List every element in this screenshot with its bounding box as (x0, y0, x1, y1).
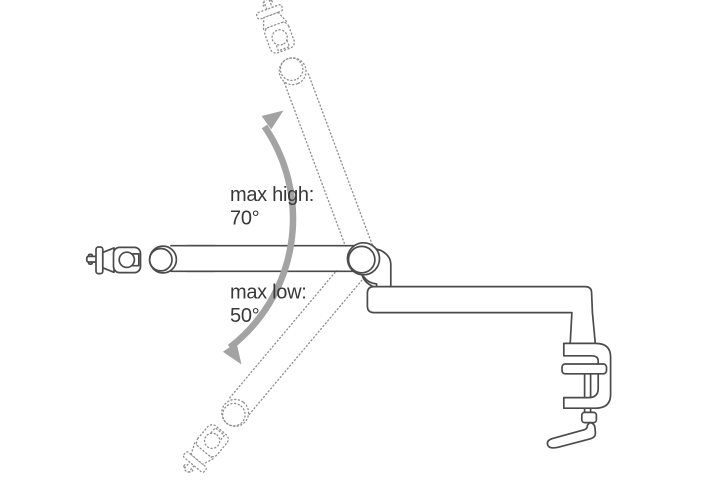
desk-clamp-assembly (366, 285, 612, 449)
clamp-handle (546, 421, 597, 449)
clamp-pad-plate (561, 363, 608, 375)
pivot-joint (346, 241, 392, 288)
mic-mount-end (85, 244, 357, 275)
max-high-label: max high: (230, 184, 314, 206)
arrowhead-down-icon (222, 342, 242, 365)
boom-arm-horizontal (85, 241, 392, 288)
rotation-arc-arrow (222, 110, 297, 365)
arrowhead-up-icon (261, 110, 284, 130)
max-low-value: 50° (230, 305, 259, 327)
max-high-value: 70° (230, 208, 259, 230)
clamp-body (562, 342, 612, 410)
arm-tube-edges (186, 244, 216, 273)
angle-labels: max high: 70° max low: 50° (230, 184, 314, 327)
max-low-label: max low: (230, 282, 307, 304)
clamp-screw-knob (580, 411, 598, 424)
lower-arm (366, 285, 597, 345)
